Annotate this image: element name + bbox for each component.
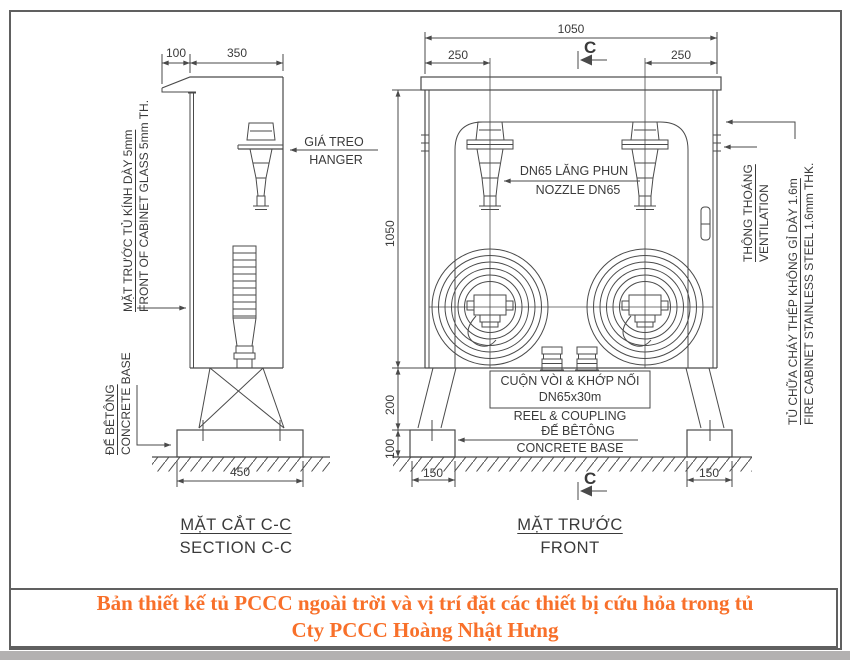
section-title-vi: MẶT CẮT C-C [180, 516, 292, 534]
section-title-en: SECTION C-C [179, 539, 293, 557]
nozzle-label-en: NOZZLE DN65 [535, 183, 621, 197]
section-base-label-vi: ĐẾ BÊTÔNG [103, 384, 117, 455]
hanger-label-vi: GIÁ TREO [304, 135, 364, 149]
front-title-vi: MẶT TRƯỚC [517, 516, 623, 534]
section-view-linework [136, 54, 378, 487]
section-base-label: ĐẾ BÊTÔNG CONCRETE BASE [103, 313, 134, 455]
bottom-gray-strip [0, 651, 850, 660]
glass-label-en: FRONT OF CABINET GLASS 5mm TH. [136, 99, 151, 312]
glass-label-vi: MẶT TRƯỚC TỦ KÍNH DÀY 5mm [121, 129, 135, 312]
dim-nozzle-offset-left: 250 [447, 48, 469, 62]
ventilation-label-en: VENTILATION [756, 184, 771, 262]
dim-roof-overhang: 100 [165, 46, 187, 60]
caption-line-1: Bản thiết kế tủ PCCC ngoài trời và vị tr… [96, 591, 754, 615]
reel-label-size: DN65x30m [538, 390, 602, 404]
cabinet-material-label-vi: TỦ CHỮA CHÁY THÉP KHÔNG GỈ DÀY 1.6m [786, 178, 800, 425]
hanger-label-en: HANGER [309, 153, 363, 167]
dim-total-width: 1050 [557, 22, 585, 36]
drawing-border [9, 10, 842, 650]
ventilation-label-vi: THÔNG THOÁNG [741, 164, 755, 262]
ventilation-label: THÔNG THOÁNG VENTILATION [741, 150, 772, 262]
caption-line-2: Cty PCCC Hoàng Nhật Hưng [291, 618, 559, 642]
dim-nozzle-offset-right: 250 [670, 48, 692, 62]
dim-base-width: 450 [229, 465, 251, 479]
front-base-label-vi: ĐẾ BÊTÔNG [541, 424, 615, 438]
dim-cabinet-height: 1050 [383, 220, 397, 247]
reel-label-vi: CUỘN VÒI & KHỚP NỐI [500, 374, 640, 388]
dim-foot-width-left: 150 [422, 466, 444, 480]
dim-base-height: 100 [383, 438, 397, 459]
front-view-linework [392, 32, 796, 500]
dim-cabinet-depth: 350 [226, 46, 248, 60]
dim-leg-height: 200 [383, 394, 397, 415]
glass-label: MẶT TRƯỚC TỦ KÍNH DÀY 5mm FRONT OF CABIN… [121, 92, 152, 312]
dim-foot-width-right: 150 [698, 466, 720, 480]
cabinet-material-label-en: FIRE CABINET STAINLESS STEEL 1.6mm THK. [801, 162, 816, 425]
cabinet-material-label: TỦ CHỮA CHÁY THÉP KHÔNG GỈ DÀY 1.6m FIRE… [786, 137, 817, 425]
front-title-en: FRONT [540, 539, 600, 557]
section-cut-mark-top: C [584, 38, 597, 57]
nozzle-label-vi: DN65 LĂNG PHUN [519, 164, 629, 178]
section-cut-mark-bottom: C [584, 469, 597, 488]
front-base-label-en: CONCRETE BASE [516, 441, 624, 455]
reel-label-en: REEL & COUPLING [513, 409, 627, 423]
section-base-label-en: CONCRETE BASE [118, 352, 133, 455]
caption-box [9, 588, 838, 648]
